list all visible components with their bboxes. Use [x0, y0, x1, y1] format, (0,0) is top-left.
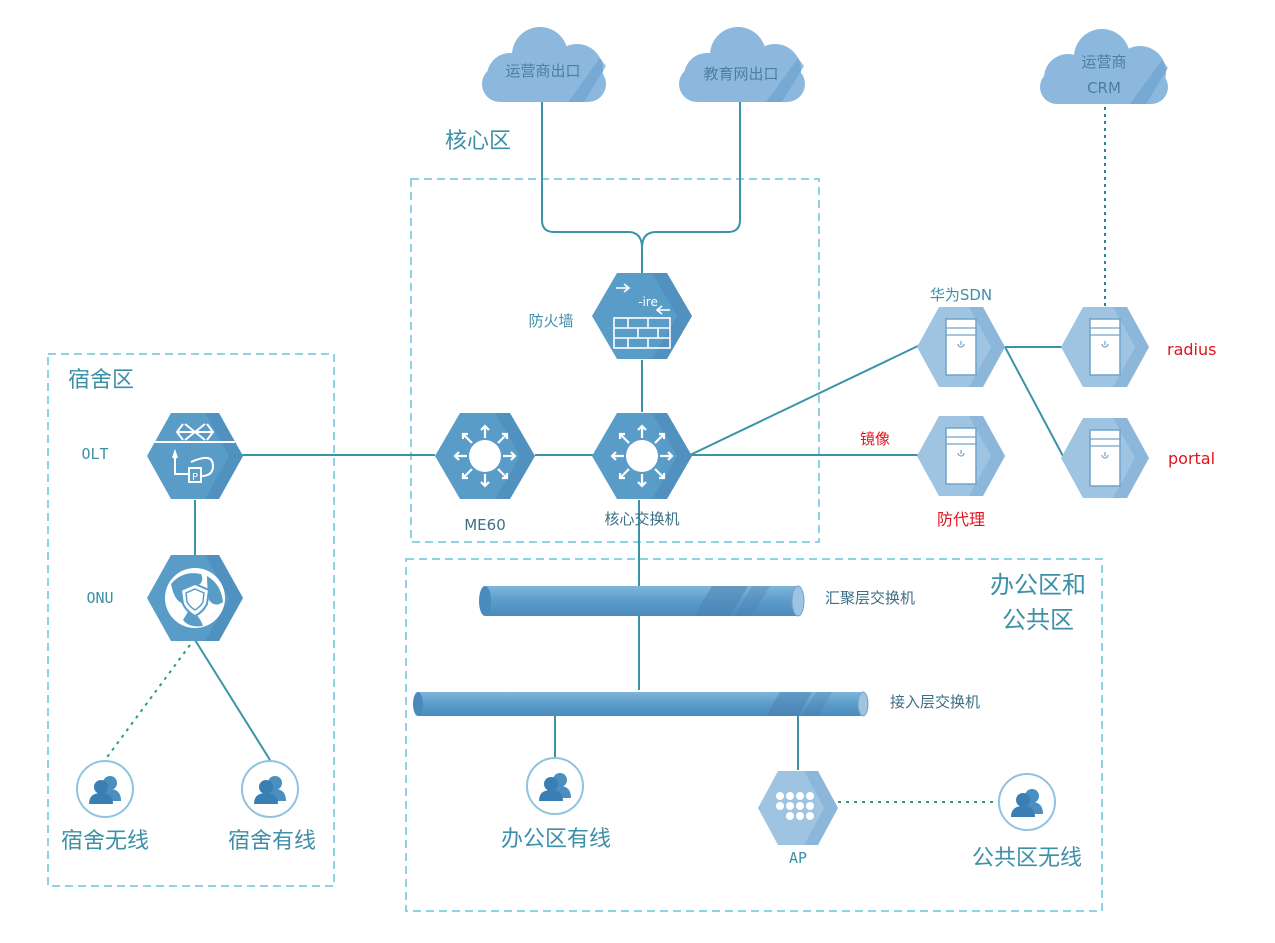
dorm-zone-box [47, 353, 335, 887]
olt-label: OLT [81, 445, 108, 463]
cloud-isp-crm-label-1: 运营商 [1081, 53, 1126, 71]
olt-node[interactable]: P [147, 413, 243, 499]
cloud-edu-exit: 教育网出口 [679, 27, 805, 102]
router-icon [453, 424, 517, 488]
huawei-sdn-node[interactable] [917, 307, 1005, 387]
olt-icon [155, 423, 235, 483]
server-icon [945, 318, 977, 376]
public-wireless-users[interactable] [998, 773, 1056, 831]
radius-label: radius [1167, 340, 1216, 359]
dorm-wireless-users[interactable] [76, 760, 134, 818]
server-icon [1089, 318, 1121, 376]
firewall-node[interactable]: -ire [592, 273, 692, 359]
link-edu-firewall [641, 100, 741, 249]
link-core-sdn [689, 344, 921, 456]
anti-proxy-node[interactable] [917, 416, 1005, 496]
office-zone-box [405, 558, 1103, 912]
onu-node[interactable] [147, 555, 243, 641]
office-wired-users[interactable] [526, 757, 584, 815]
dorm-wireless-label: 宿舍无线 [61, 829, 149, 854]
firewall-label: 防火墙 [528, 312, 573, 330]
portal-label: portal [1168, 449, 1215, 468]
dorm-wired-label: 宿舍有线 [228, 829, 316, 854]
cloud-isp-crm: 运营商 CRM [1040, 29, 1168, 104]
office-zone-title-2: 公共区 [1002, 606, 1074, 634]
connections [194, 100, 1065, 770]
anti-proxy-label: 防代理 [937, 510, 985, 529]
public-wireless-label: 公共区无线 [972, 846, 1082, 871]
cloud-isp-exit: 运营商出口 [482, 27, 606, 102]
firewall-icon-text: -ire [638, 295, 658, 309]
link-onu-dormwireless [104, 644, 191, 761]
switch-icon [610, 424, 674, 488]
cloud-edu-exit-label: 教育网出口 [703, 65, 778, 83]
core-switch-label: 核心交换机 [604, 510, 679, 528]
huawei-sdn-label: 华为SDN [930, 286, 992, 304]
aggregation-switch-label: 汇聚层交换机 [825, 589, 915, 607]
firewall-icon [613, 283, 671, 349]
link-onu-dormwired [194, 639, 271, 761]
dorm-wired-users[interactable] [241, 760, 299, 818]
ap-icon [776, 792, 814, 820]
office-wired-label: 办公区有线 [501, 827, 611, 852]
core-zone-box [410, 178, 820, 543]
ap-node[interactable] [758, 771, 838, 845]
cloud-isp-crm-label-2: CRM [1087, 79, 1121, 97]
core-switch-node[interactable] [592, 413, 692, 499]
me60-node[interactable] [435, 413, 535, 499]
link-sdn-portal [1004, 346, 1065, 459]
link-isp-firewall [541, 100, 643, 275]
aggregation-switch-bar[interactable] [479, 585, 805, 617]
server-icon [1089, 429, 1121, 487]
access-switch-label: 接入层交换机 [890, 693, 980, 711]
dorm-zone-title: 宿舍区 [68, 368, 134, 393]
globe-shield-icon [165, 568, 225, 628]
radius-node[interactable] [1061, 307, 1149, 387]
olt-icon-p: P [192, 472, 198, 483]
access-switch-bar[interactable] [413, 691, 869, 717]
onu-label: ONU [86, 589, 113, 607]
cloud-isp-exit-label: 运营商出口 [505, 62, 580, 80]
server-icon [945, 427, 977, 485]
me60-label: ME60 [464, 516, 506, 534]
portal-node[interactable] [1061, 418, 1149, 498]
ap-label: AP [789, 849, 807, 867]
office-zone-title-1: 办公区和 [990, 571, 1086, 599]
core-zone-title: 核心区 [445, 129, 511, 154]
mirror-label: 镜像 [860, 430, 890, 448]
